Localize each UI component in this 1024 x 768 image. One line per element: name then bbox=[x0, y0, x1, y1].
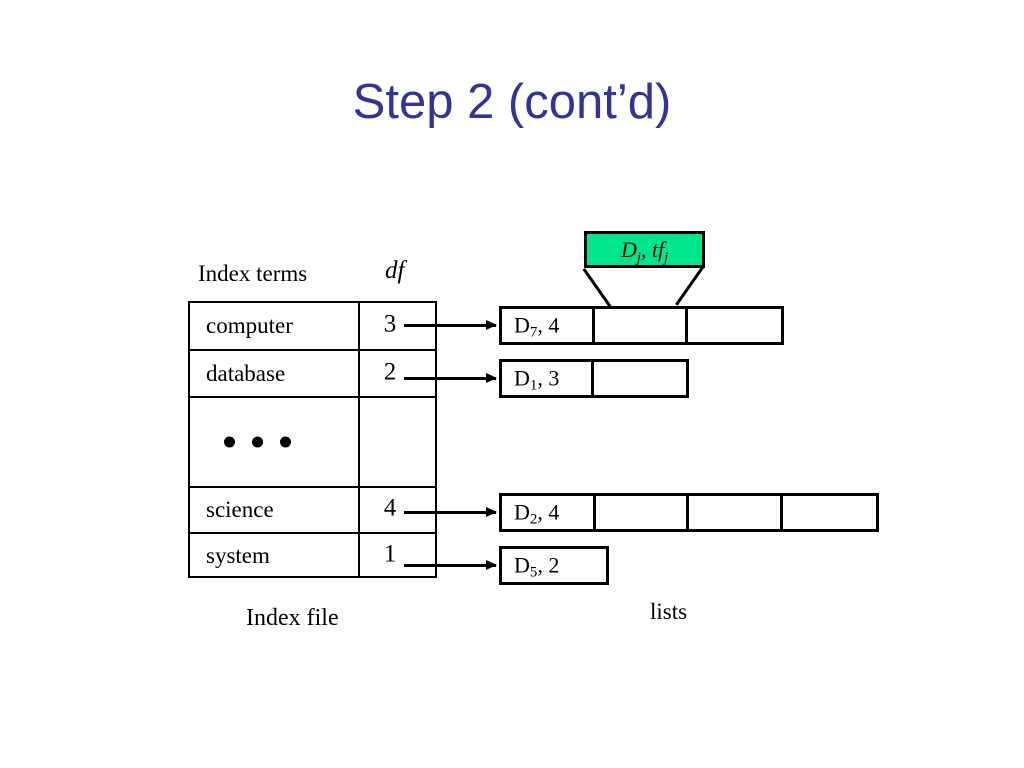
posting-separator: , bbox=[537, 551, 549, 577]
posting-separator: , bbox=[537, 311, 549, 337]
callout-doc-symbol: D bbox=[620, 236, 637, 262]
df-header: df bbox=[385, 257, 405, 284]
posting-cell bbox=[782, 496, 877, 529]
posting-entry-label: D5, 2 bbox=[514, 551, 560, 580]
connector-arrow-science bbox=[404, 507, 497, 517]
index-file-caption: Index file bbox=[246, 605, 339, 631]
term-frequency: 2 bbox=[548, 551, 560, 577]
posting-cell bbox=[688, 309, 781, 342]
doc-index: 2 bbox=[529, 510, 538, 527]
callout-doc-subscript: j bbox=[636, 249, 641, 266]
term-frequency: 3 bbox=[548, 364, 560, 390]
doc-id: D bbox=[514, 551, 530, 577]
table-row: database 2 bbox=[190, 351, 435, 398]
posting-cell: D2, 4 bbox=[502, 496, 596, 529]
doc-id: D bbox=[514, 364, 530, 390]
posting-list-row: D2, 4 bbox=[499, 493, 879, 532]
posting-cell bbox=[595, 496, 690, 529]
callout-box: Dj, tfj bbox=[584, 231, 705, 268]
connector-arrow-database bbox=[404, 373, 497, 383]
posting-cell bbox=[689, 496, 783, 529]
posting-list-row: D1, 3 bbox=[499, 359, 689, 398]
term-frequency: 4 bbox=[548, 498, 560, 524]
page-title: Step 2 (cont’d) bbox=[352, 75, 672, 129]
posting-list-row: D5, 2 bbox=[499, 546, 609, 585]
posting-cell: D7, 4 bbox=[502, 309, 596, 342]
table-row-ellipsis bbox=[190, 398, 435, 488]
df-value: 4 bbox=[383, 494, 397, 522]
doc-index: 1 bbox=[529, 376, 538, 393]
callout-tf-symbol: tf bbox=[651, 236, 665, 262]
index-term-label: science bbox=[206, 497, 274, 522]
table-row: science 4 bbox=[190, 488, 435, 534]
posting-entry-label: D1, 3 bbox=[514, 364, 560, 393]
doc-index: 5 bbox=[529, 563, 538, 580]
table-row: system 1 bbox=[190, 534, 435, 578]
df-value: 2 bbox=[383, 358, 397, 386]
posting-cell: D1, 3 bbox=[502, 362, 595, 395]
index-file-table: computer 3 database 2 science 4 system 1 bbox=[188, 301, 437, 578]
doc-id: D bbox=[514, 311, 530, 337]
ellipsis-icon bbox=[224, 436, 291, 448]
index-term-label: computer bbox=[206, 313, 293, 338]
callout-label: Dj, tfj bbox=[620, 236, 669, 266]
connector-arrow-computer bbox=[404, 320, 497, 330]
df-value: 1 bbox=[383, 540, 397, 568]
table-row: computer 3 bbox=[190, 303, 435, 351]
lists-caption: lists bbox=[650, 599, 688, 624]
doc-id: D bbox=[514, 498, 530, 524]
posting-cell bbox=[594, 362, 686, 395]
posting-cell bbox=[595, 309, 689, 342]
posting-entry-label: D2, 4 bbox=[514, 498, 560, 527]
posting-separator: , bbox=[537, 498, 549, 524]
index-term-label: system bbox=[206, 543, 270, 568]
callout-leader-left bbox=[582, 268, 612, 308]
term-frequency: 4 bbox=[548, 311, 560, 337]
posting-separator: , bbox=[537, 364, 549, 390]
posting-list-row: D7, 4 bbox=[499, 306, 784, 345]
callout-leader-right bbox=[675, 266, 704, 306]
callout-separator: , bbox=[640, 236, 652, 262]
df-value: 3 bbox=[383, 310, 397, 338]
index-terms-header: Index terms bbox=[198, 261, 308, 286]
index-term-label: database bbox=[206, 360, 286, 386]
posting-cell: D5, 2 bbox=[502, 549, 606, 582]
connector-arrow-system bbox=[404, 560, 497, 570]
callout-tf-subscript: j bbox=[664, 249, 669, 266]
posting-entry-label: D7, 4 bbox=[514, 311, 560, 340]
doc-index: 7 bbox=[529, 323, 538, 340]
column-divider bbox=[358, 303, 360, 576]
